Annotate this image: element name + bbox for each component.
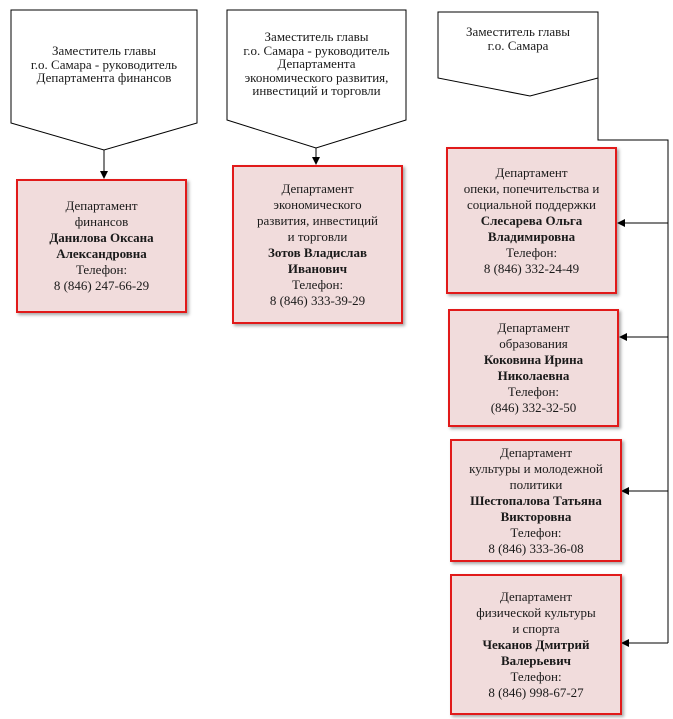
phone-number: 8 (846) 333-36-08 [488, 540, 584, 556]
dept-head-name: Коковина Ирина [483, 352, 584, 367]
dept-box-finance: Департамент финансов Данилова Оксана Але… [16, 179, 187, 313]
phone-number: 8 (846) 332-24-49 [483, 260, 580, 276]
phone-number: 8 (846) 247-66-29 [53, 278, 150, 293]
dept-head-name: Данилова Оксана [49, 230, 154, 245]
phone-label: Телефон: [510, 668, 562, 684]
dept-title-line: культуры и молодежной [469, 460, 603, 476]
dept-head-name: Викторовна [500, 508, 572, 524]
dept-title-line: образования [499, 336, 568, 351]
phone-number: 8 (846) 333-39-29 [269, 292, 366, 308]
dept-head-name: Чеканов Дмитрий [482, 636, 590, 652]
dept-title-line: развития, инвестиций [257, 212, 378, 228]
phone-number: 8 (846) 998-67-27 [488, 684, 584, 700]
dept-box-sport: Департамент физической культуры и спорта… [450, 574, 622, 715]
dept-title-line: и спорта [512, 620, 560, 636]
phone-label: Телефон: [507, 384, 560, 399]
dept-title-line: Департамент [497, 320, 570, 335]
dept-head-name: Валерьевич [500, 652, 572, 668]
dept-title-line: Департамент [499, 444, 573, 460]
head-shape-3 [437, 11, 599, 97]
connector-3-trunk [597, 78, 669, 643]
phone-label: Телефон: [505, 244, 558, 260]
phone-label: Телефон: [291, 276, 344, 292]
phone-label: Телефон: [75, 262, 128, 277]
dept-head-name: Слесарева Ольга [480, 212, 583, 228]
dept-head-name: Шестопалова Татьяна [470, 492, 602, 508]
dept-title-line: Департамент [281, 180, 354, 196]
dept-head-name: Николаевна [497, 368, 570, 383]
dept-box-culture: Департамент культуры и молодежной полити… [450, 439, 622, 562]
dept-head-name: Иванович [287, 260, 348, 276]
phone-number: (846) 332-32-50 [490, 400, 577, 415]
head-shape-2 [226, 9, 407, 149]
dept-title-line: опеки, попечительства и [463, 180, 600, 196]
dept-title-line: политики [509, 476, 563, 492]
phone-label: Телефон: [510, 524, 562, 540]
dept-head-name: Владимировна [487, 228, 576, 244]
dept-title-line: Департамент [499, 588, 573, 604]
head-shape-1 [10, 9, 198, 151]
dept-head-name: Александровна [56, 246, 147, 261]
dept-box-guardianship: Департамент опеки, попечительства и соци… [446, 147, 617, 294]
dept-title-line: экономического [273, 196, 362, 212]
dept-box-education: Департамент образования Коковина Ирина Н… [448, 309, 619, 427]
dept-title-line: и торговли [287, 228, 348, 244]
dept-title-line: социальной поддержки [467, 196, 596, 212]
dept-title-line: финансов [74, 214, 129, 229]
dept-head-name: Зотов Владислав [268, 244, 367, 260]
dept-title-line: физической культуры [476, 604, 596, 620]
dept-title-line: Департамент [495, 164, 568, 180]
dept-box-economy: Департамент экономического развития, инв… [232, 165, 403, 324]
dept-title-line: Департамент [65, 198, 138, 213]
